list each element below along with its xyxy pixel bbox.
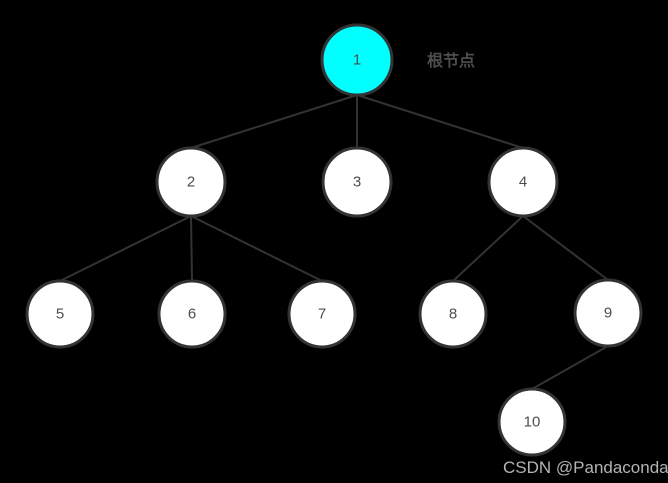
tree-edge-4-9 <box>522 215 609 281</box>
tree-node-circle-6 <box>157 279 227 349</box>
tree-node-circle-2 <box>155 146 227 218</box>
root-node-annotation: 根节点 <box>427 51 475 70</box>
tree-node-6: 6 <box>157 279 227 349</box>
tree-node-4: 4 <box>487 146 559 218</box>
tree-node-circle-1 <box>320 23 394 97</box>
tree-node-circle-5 <box>25 279 95 349</box>
tree-edge-4-8 <box>452 215 524 282</box>
tree-node-label-1: 1 <box>353 52 361 69</box>
tree-edge-2-7 <box>190 215 323 282</box>
tree-node-label-5: 5 <box>56 306 64 323</box>
tree-edge-9-10 <box>531 345 609 390</box>
tree-node-circle-4 <box>487 146 559 218</box>
tree-node-3: 3 <box>321 146 393 218</box>
tree-node-8: 8 <box>418 279 488 349</box>
edges-layer <box>59 94 609 390</box>
tree-node-circle-10 <box>497 387 567 457</box>
tree-edge-1-4 <box>356 94 524 149</box>
tree-node-circle-7 <box>287 279 357 349</box>
nodes-layer: 1 2 3 4 5 6 7 8 9 10 <box>25 23 643 457</box>
tree-node-circle-9 <box>573 278 643 348</box>
tree-node-label-2: 2 <box>187 174 195 191</box>
watermark-text: CSDN @Pandaconda <box>503 458 668 477</box>
tree-node-label-6: 6 <box>188 306 196 323</box>
tree-node-circle-8 <box>418 279 488 349</box>
tree-node-label-9: 9 <box>604 305 612 322</box>
tree-node-7: 7 <box>287 279 357 349</box>
tree-node-2: 2 <box>155 146 227 218</box>
tree-node-10: 10 <box>497 387 567 457</box>
tree-node-circle-3 <box>321 146 393 218</box>
tree-node-1: 1 <box>320 23 394 97</box>
tree-node-label-7: 7 <box>318 306 326 323</box>
tree-node-label-4: 4 <box>519 174 527 191</box>
tree-node-5: 5 <box>25 279 95 349</box>
tree-node-9: 9 <box>573 278 643 348</box>
tree-edge-1-2 <box>190 94 358 149</box>
tree-edge-2-6 <box>190 215 193 282</box>
tree-edge-2-5 <box>59 215 192 282</box>
tree-node-label-3: 3 <box>353 174 361 191</box>
tree-node-label-8: 8 <box>449 306 457 323</box>
tree-node-label-10: 10 <box>524 414 541 431</box>
